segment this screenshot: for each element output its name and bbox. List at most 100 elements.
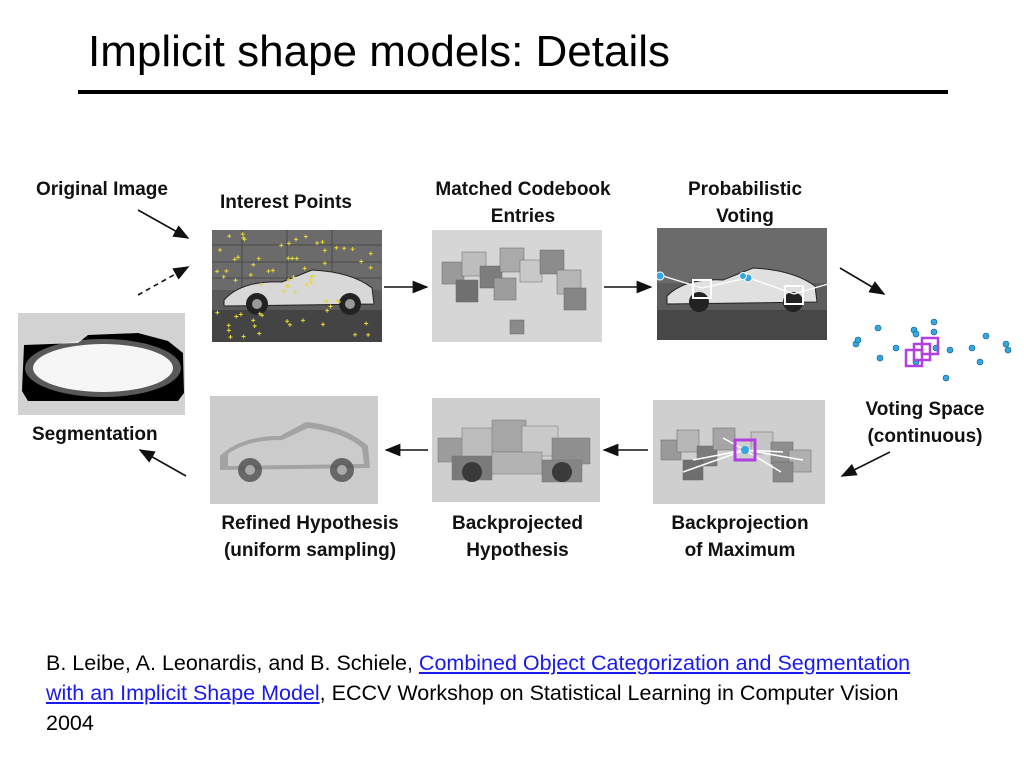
interest-point-marker — [304, 282, 309, 287]
interest-point-marker — [281, 289, 286, 294]
interest-point-marker — [309, 280, 314, 285]
vote-point — [930, 328, 938, 336]
label-voting-space: Voting Space (continuous) — [850, 396, 1000, 450]
maximum-box — [920, 336, 940, 356]
refined-hypothesis-image — [210, 396, 378, 504]
arrow-refined-to-segmentation — [138, 449, 187, 477]
label-refined-hypothesis-line2: (uniform sampling) — [223, 540, 397, 561]
arrow-dashed-to-interest — [137, 266, 190, 296]
interest-point-marker — [241, 235, 246, 240]
interest-point-marker — [294, 256, 299, 261]
label-refined-hypothesis: Refined Hypothesis (uniform sampling) — [200, 510, 420, 564]
interest-point-marker — [359, 259, 364, 264]
arrow-original-to-interest — [137, 209, 190, 239]
label-backprojected-hypothesis-line2: Hypothesis — [466, 540, 569, 561]
interest-point-marker — [260, 313, 265, 318]
interest-point-marker — [366, 332, 371, 337]
interest-point-marker — [350, 247, 355, 252]
backprojected-hypothesis-image — [432, 398, 600, 502]
interest-point-marker — [257, 331, 262, 336]
label-voting-space-line1: Voting Space — [865, 399, 985, 420]
interest-point-marker — [286, 256, 291, 261]
interest-point-marker — [251, 262, 256, 267]
label-refined-hypothesis-line1: Refined Hypothesis — [221, 513, 399, 534]
interest-point-marker — [320, 239, 325, 244]
label-interest-points: Interest Points — [220, 192, 352, 213]
interest-point-marker — [324, 299, 329, 304]
interest-point-marker — [290, 256, 295, 261]
label-matched-codebook: Matched Codebook Entries — [418, 176, 628, 230]
vote-point — [968, 344, 976, 352]
interest-point-marker — [228, 335, 233, 340]
interest-point-marker — [270, 268, 275, 273]
interest-point-marker — [217, 248, 222, 253]
interest-point-marker — [286, 241, 291, 246]
label-backprojected-hypothesis: Backprojected Hypothesis — [430, 510, 605, 564]
interest-point-marker — [240, 232, 245, 237]
interest-point-marker — [302, 266, 307, 271]
voting-space-scatter — [846, 318, 1018, 388]
interest-point-marker — [364, 321, 369, 326]
interest-point-marker — [221, 274, 226, 279]
slide-title: Implicit shape models: Details — [88, 27, 671, 76]
interest-point-marker — [232, 257, 237, 262]
interest-point-marker — [322, 248, 327, 253]
vote-point — [942, 374, 950, 382]
vote-point — [854, 336, 862, 344]
vote-point — [912, 330, 920, 338]
vote-point — [892, 344, 900, 352]
interest-point-marker — [293, 290, 298, 295]
interest-point-marker — [335, 298, 340, 303]
vote-point — [876, 354, 884, 362]
label-backprojected-hypothesis-line1: Backprojected — [452, 513, 583, 534]
vote-point — [1002, 340, 1010, 348]
interest-point-marker — [234, 314, 239, 319]
interest-point-marker — [215, 310, 220, 315]
interest-point-marker — [238, 312, 243, 317]
interest-point-marker — [342, 246, 347, 251]
interest-point-marker — [311, 273, 316, 278]
label-segmentation: Segmentation — [32, 424, 158, 445]
arrow-voting-to-space — [839, 267, 886, 295]
interest-point-marker — [285, 319, 290, 324]
arrow-space-to-backprojection — [840, 451, 891, 477]
interest-point-marker — [287, 277, 292, 282]
interest-point-marker — [266, 269, 271, 274]
label-backprojection-maximum: Backprojection of Maximum — [650, 510, 830, 564]
interest-point-marker — [334, 245, 339, 250]
label-backprojection-maximum-line1: Backprojection — [671, 513, 809, 534]
title-underline — [78, 90, 948, 94]
vote-point — [1004, 346, 1012, 354]
interest-point-marker — [287, 322, 292, 327]
interest-point-marker — [309, 274, 314, 279]
vote-point — [976, 358, 984, 366]
interest-point-marker — [291, 275, 296, 280]
interest-point-marker — [353, 332, 358, 337]
backprojection-maximum-image — [653, 400, 825, 504]
matched-codebook-image — [432, 230, 602, 342]
interest-points-image — [212, 230, 382, 342]
probabilistic-voting-image — [657, 228, 827, 340]
citation-authors: B. Leibe, A. Leonardis, and B. Schiele, — [46, 651, 419, 675]
interest-point-marker — [233, 278, 238, 283]
interest-point-marker — [257, 311, 262, 316]
interest-point-marker — [368, 251, 373, 256]
interest-point-marker — [284, 283, 289, 288]
citation-paper-link[interactable]: Combined Object Categorization and Segme… — [46, 651, 911, 705]
label-matched-codebook-line1: Matched Codebook — [435, 179, 611, 200]
interest-point-marker — [279, 243, 284, 248]
interest-point-marker — [328, 304, 333, 309]
interest-point-marker — [320, 322, 325, 327]
interest-point-marker — [226, 328, 231, 333]
interest-point-marker — [259, 282, 264, 287]
interest-point-marker — [215, 269, 220, 274]
label-probabilistic-voting-line1: Probabilistic — [687, 179, 803, 200]
interest-point-marker — [325, 308, 330, 313]
vote-point — [874, 324, 882, 332]
label-probabilistic-voting: Probabilistic Voting — [660, 176, 830, 230]
label-voting-space-line2: (continuous) — [867, 426, 983, 447]
interest-point-marker — [294, 237, 299, 242]
interest-point-marker — [252, 323, 257, 328]
interest-point-marker — [256, 256, 261, 261]
